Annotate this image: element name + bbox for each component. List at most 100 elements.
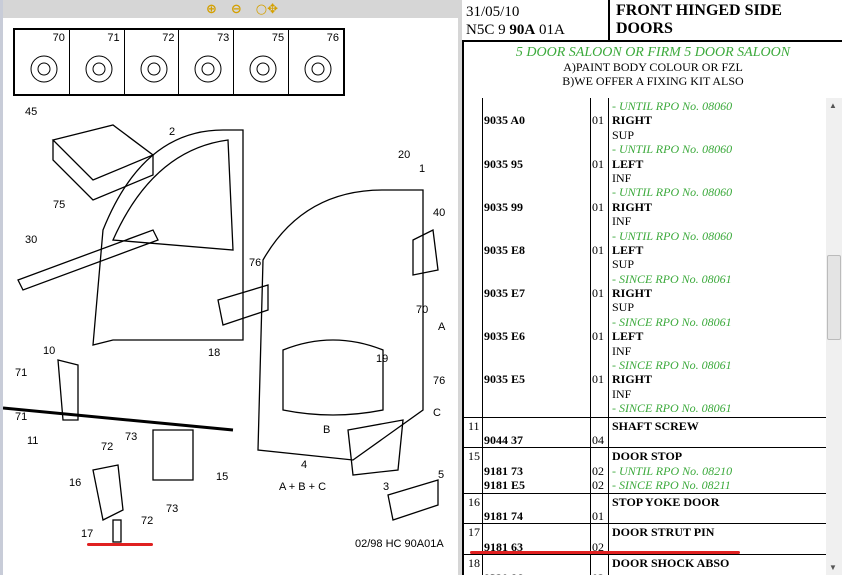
quantity: 01	[592, 286, 604, 301]
description: INF	[612, 170, 632, 185]
part-number: 9044 37	[484, 432, 523, 447]
clip-tray	[51, 124, 155, 201]
fastener-cell: 76	[289, 30, 343, 94]
part-3	[347, 419, 404, 476]
subheader: 5 DOOR SALOON OR FIRM 5 DOOR SALOON A)PA…	[462, 42, 842, 98]
note-a: A)PAINT BODY COLOUR OR FZL	[563, 60, 743, 74]
label-15: 15	[216, 471, 228, 483]
quantity: 02	[592, 571, 604, 575]
door-check-15	[152, 429, 194, 481]
label-abc: A + B + C	[279, 481, 326, 493]
description: LEFT	[612, 242, 644, 257]
label-19: 19	[376, 353, 388, 365]
zoom-fit-icon[interactable]: ○✥	[255, 1, 279, 17]
scroll-up-icon[interactable]: ▲	[829, 101, 837, 110]
label-71b: 71	[15, 411, 27, 423]
quantity: 01	[592, 199, 604, 214]
part-number: 9035 95	[484, 156, 523, 171]
part-number: 9181 E5	[484, 478, 526, 493]
quantity: 01	[592, 156, 604, 171]
label-5: 5	[438, 469, 444, 481]
description: - UNTIL RPO No. 08210	[612, 463, 733, 478]
part-number: 9181 74	[484, 508, 523, 523]
panel-splitter[interactable]	[458, 0, 462, 575]
part-number: 9181 63	[484, 539, 523, 554]
vertical-scrollbar[interactable]: ▲ ▼	[826, 98, 842, 575]
part-number: 9035 E8	[484, 242, 526, 257]
zoom-out-icon[interactable]: ⊖	[230, 1, 242, 17]
note-b: B)WE OFFER A FIXING KIT ALSO	[562, 74, 744, 88]
ref-number: 11	[468, 418, 480, 433]
label-C: C	[433, 407, 441, 419]
quantity: 02	[592, 539, 604, 554]
label-11: 11	[27, 435, 38, 447]
ref-number: 15	[468, 449, 480, 464]
fastener-number: 73	[217, 32, 230, 44]
description: - SINCE RPO No. 08061	[612, 271, 732, 286]
zoom-in-icon[interactable]: ⊕	[205, 1, 217, 17]
label-1: 1	[419, 163, 425, 175]
part-5	[387, 479, 439, 521]
scroll-down-icon[interactable]: ▼	[829, 563, 837, 572]
fastener-cell: 70	[15, 30, 70, 94]
code-bold: 90A	[509, 22, 536, 38]
quantity: 01	[592, 329, 604, 344]
label-4: 4	[301, 459, 307, 471]
description: - UNTIL RPO No. 08060	[612, 228, 733, 243]
part-number: 9035 E5	[484, 372, 526, 387]
description: - SINCE RPO No. 08061	[612, 358, 732, 373]
label-3: 3	[383, 481, 389, 493]
label-72: 72	[101, 441, 113, 453]
description: DOOR STOP	[612, 449, 683, 464]
label-2: 2	[169, 126, 175, 138]
fastener-icon	[304, 55, 332, 83]
part-number: 9320 86	[484, 571, 523, 575]
description: - UNTIL RPO No. 08060	[612, 185, 733, 200]
door-window-frame	[112, 139, 234, 251]
fastener-number: 76	[326, 32, 339, 44]
fastener-cell: 72	[125, 30, 180, 94]
header-info: 31/05/10 N5C 9 90A 01A	[466, 3, 565, 39]
scroll-thumb[interactable]	[827, 255, 841, 340]
highlight-underline-table	[470, 551, 740, 554]
quantity: 04	[592, 432, 604, 447]
diagram-toolbar: ⊕ ⊖ ○✥	[3, 0, 461, 18]
part-40	[412, 229, 439, 276]
label-20: 20	[398, 149, 410, 161]
description: RIGHT	[612, 113, 653, 128]
label-76b: 76	[433, 375, 445, 387]
sill-line	[3, 406, 234, 432]
door-inner-frame	[257, 189, 424, 461]
table-row[interactable]: 11 SHAFT SCREW 9044 37 04	[464, 418, 826, 449]
quantity: 01	[592, 372, 604, 387]
ref-number: 18	[468, 556, 480, 571]
label-16: 16	[69, 477, 81, 489]
header-date: 31/05/10	[466, 4, 520, 20]
description: INF	[612, 214, 632, 229]
code-prefix: N5C 9	[466, 22, 510, 38]
part-number: 9035 A0	[484, 113, 526, 128]
highlight-underline-diagram	[87, 543, 153, 546]
description: SHAFT SCREW	[612, 418, 699, 433]
part-number: 9035 E7	[484, 286, 526, 301]
part-number: 9181 73	[484, 463, 523, 478]
quantity: 01	[592, 113, 604, 128]
description: STOP YOKE DOOR	[612, 494, 720, 509]
fastener-icon	[249, 55, 277, 83]
label-10: 10	[43, 345, 55, 357]
fastener-icon	[194, 55, 222, 83]
fastener-number: 75	[271, 32, 285, 44]
label-30: 30	[25, 234, 37, 246]
fastener-cell: 73	[179, 30, 235, 94]
fastener-icon	[85, 55, 113, 83]
hinge-10	[57, 359, 79, 421]
label-71: 71	[15, 367, 27, 379]
fastener-number: 72	[162, 32, 175, 44]
